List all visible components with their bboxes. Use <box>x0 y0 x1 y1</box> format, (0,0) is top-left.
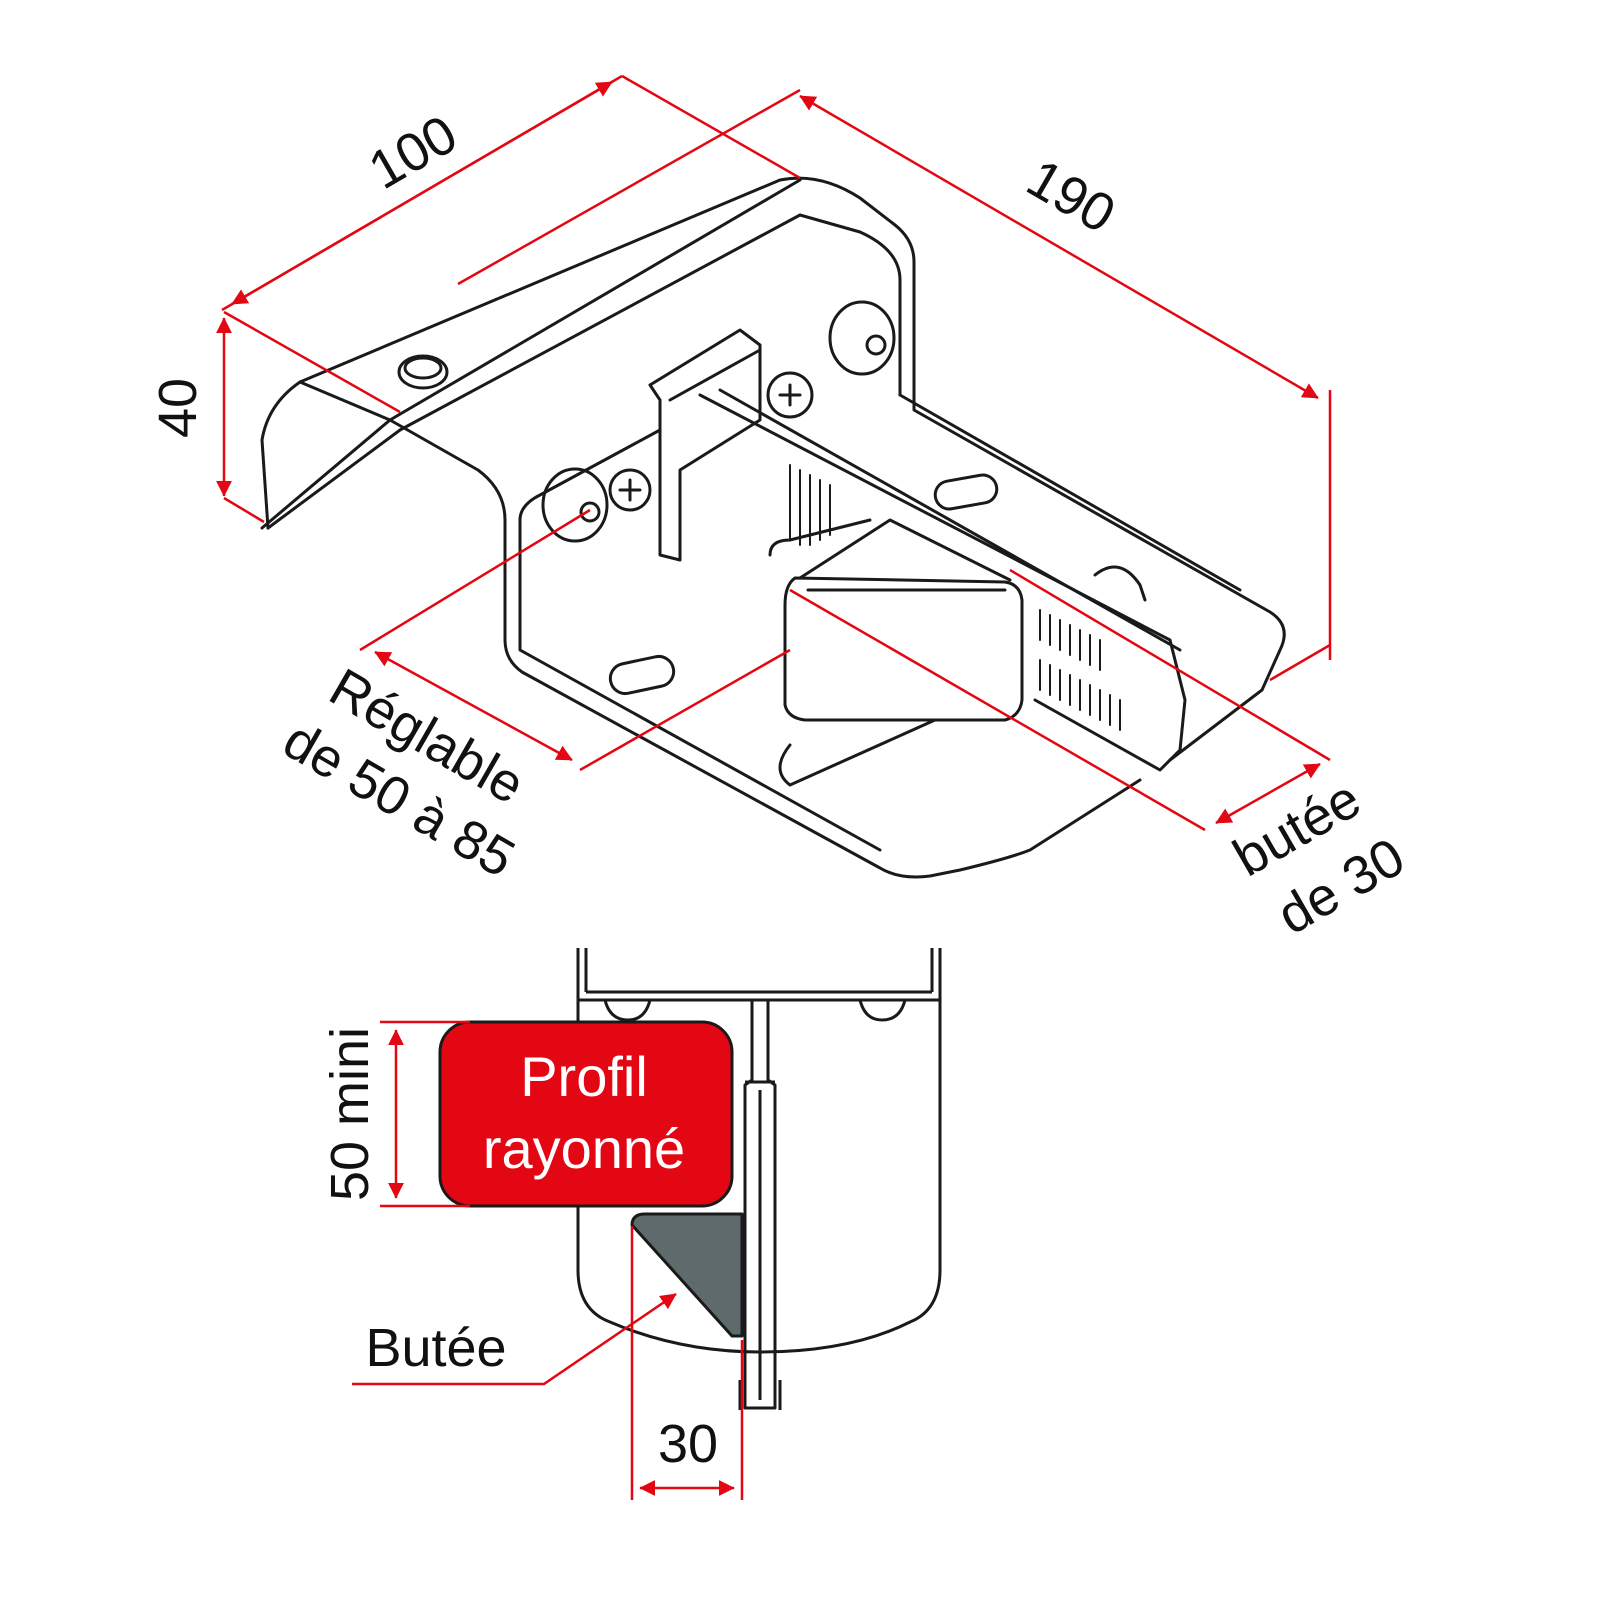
stop-label: Butée <box>365 1318 506 1378</box>
dim-height-label: 40 <box>148 378 208 438</box>
dim-width-line <box>231 80 613 306</box>
dimension-lines <box>216 74 1332 832</box>
dimension-labels: 100 190 40 Réglable de 50 à 85 butée de … <box>148 104 1415 946</box>
stop-leader-line <box>352 1292 677 1386</box>
bolt-head <box>828 300 896 376</box>
section-detail-view <box>576 948 942 1410</box>
dim-length-label: 190 <box>1017 148 1125 245</box>
rounded-profile <box>438 1020 734 1208</box>
base-slot-hole <box>933 473 999 511</box>
bracket-isometric-view <box>260 176 1286 879</box>
base-slot-hole <box>608 654 676 696</box>
sliding-stop-block <box>783 576 1024 722</box>
dim-min-height-label: 50 mini <box>320 1027 380 1201</box>
rack-teeth <box>789 464 1121 731</box>
rod <box>778 718 937 787</box>
section-dimension-lines <box>352 1020 744 1500</box>
stop-wedge <box>630 1212 744 1338</box>
profile-label-1: Profil <box>520 1045 648 1108</box>
dim-adjustable-line <box>374 650 573 762</box>
dim-stop-depth-label: 30 <box>658 1414 718 1474</box>
dim-stop-line <box>1215 762 1321 825</box>
bolt-head <box>541 467 609 543</box>
dim-width-label: 100 <box>359 104 467 201</box>
profile-label-2: rayonné <box>483 1117 685 1180</box>
slider-channel <box>648 328 762 562</box>
dim-length-line <box>799 94 1319 400</box>
screw-head <box>608 468 652 512</box>
flange-hole <box>397 354 449 390</box>
